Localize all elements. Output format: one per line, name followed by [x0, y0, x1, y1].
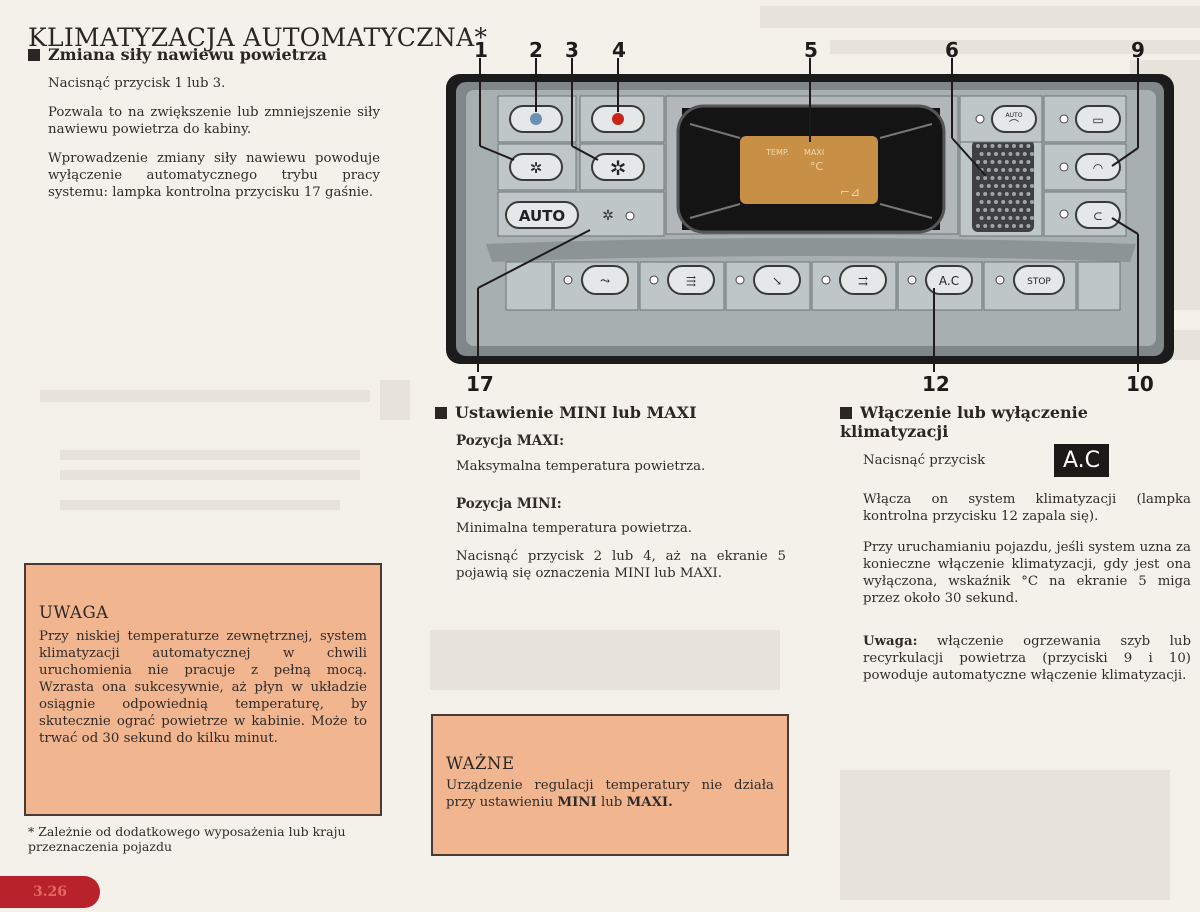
lcd-screen: [740, 136, 878, 204]
recirc-auto-led-icon: [975, 114, 985, 124]
fan-small-icon: ✲: [530, 159, 543, 177]
display-temp-label: TEMP.: [765, 148, 789, 157]
uwaga-box: UWAGA Przy niskiej temperaturze zewnętrz…: [24, 563, 382, 816]
section-bullet-icon: [28, 49, 40, 61]
vent-windscreen-icon: ⤳: [600, 274, 610, 288]
callout-10: 10: [1126, 372, 1154, 396]
vent-face-feet-icon: ⇉: [858, 274, 868, 288]
callout-3: 3: [565, 38, 579, 62]
stop-button[interactable]: [1013, 265, 1065, 295]
rear-defrost-button[interactable]: [1075, 105, 1121, 133]
right-button-block: AUTO ⌒ ▭ ◠ ⊂: [959, 95, 1127, 237]
recirc-auto-button[interactable]: [991, 105, 1037, 133]
footnote: * Zależnie od dodatkowego wyposażenia lu…: [28, 824, 346, 854]
callout-9: 9: [1131, 38, 1145, 62]
stop-led-icon: [995, 275, 1005, 285]
wazne-text: Urządzenie regulacji temperatury nie dzi…: [446, 778, 774, 810]
ac-badge-icon: A.C: [1054, 444, 1109, 477]
display-seat-icon: ⌐⊿: [840, 185, 860, 199]
section-ac-heading: Włączenie lub wyłączenie klimatyzacji: [840, 403, 1088, 441]
ac-led-icon: [907, 275, 917, 285]
vent-face-button[interactable]: [667, 265, 715, 295]
rear-defrost-led-icon: [1059, 114, 1069, 124]
wazne-heading: WAŻNE: [446, 754, 515, 773]
section-minimaxi-heading: Ustawienie MINI lub MAXI: [435, 403, 697, 422]
wazne-box: WAŻNE Urządzenie regulacji temperatury n…: [431, 714, 789, 856]
recirc-auto-label: AUTO: [1006, 112, 1023, 119]
stop-button-label: STOP: [1027, 277, 1051, 287]
auto-button[interactable]: [505, 201, 579, 229]
fan-increase-button[interactable]: [591, 153, 645, 181]
display-area: TEMP. MAXI °C ⌐⊿: [665, 95, 959, 235]
left-button-block: ✲ ✲ AUTO ✲: [497, 95, 665, 237]
front-defrost-button[interactable]: [1075, 153, 1121, 181]
uwaga-heading: UWAGA: [39, 603, 109, 622]
ac-note-text: włączenie ogrzewania szyb lub recyrkulac…: [863, 634, 1191, 683]
climate-panel-diagram: ✲ ✲ AUTO ✲ TEMP. MAXI °C ⌐⊿ AUTO: [446, 58, 1174, 372]
vent-face-feet-led-icon: [821, 275, 831, 285]
callout-12: 12: [922, 372, 950, 396]
fan-auto-icon: ✲: [602, 208, 614, 224]
maxi-text: Maksymalna temperatura powietrza.: [456, 459, 706, 474]
front-defrost-icon: ◠: [1093, 161, 1103, 175]
page-title: KLIMATYZACJA AUTOMATYCZNA*: [28, 22, 488, 52]
section-bullet-icon: [840, 407, 852, 419]
ac-press-text: Nacisnąć przycisk: [863, 453, 986, 468]
callout-1: 1: [474, 38, 488, 62]
callout-6: 6: [945, 38, 959, 62]
ac-button-label: A.C: [939, 274, 959, 288]
mini-text: Minimalna temperatura powietrza.: [456, 521, 692, 536]
section-bullet-icon: [435, 407, 447, 419]
ac-button[interactable]: [925, 265, 973, 295]
bottom-button-row: ⤳ ⇶ ↘ ⇉ A.C STOP: [505, 261, 1121, 311]
vent-windscreen-led-icon: [563, 275, 573, 285]
callout-17: 17: [466, 372, 494, 396]
callout-5: 5: [804, 38, 818, 62]
vent-windscreen-button[interactable]: [581, 265, 629, 295]
ac-note: Uwaga: włączenie ogrzewania szyb lub rec…: [863, 633, 1191, 684]
auto-button-label: AUTO: [519, 207, 565, 225]
vent-face-led-icon: [649, 275, 659, 285]
vent-feet-led-icon: [735, 275, 745, 285]
fan-large-icon: ✲: [610, 156, 627, 180]
display-celsius-label: °C: [810, 160, 824, 173]
ac-p2: Przy uruchamianiu pojazdu, jeśli system …: [863, 540, 1191, 606]
callout-4: 4: [612, 38, 626, 62]
vent-face-icon: ⇶: [686, 274, 696, 288]
vent-feet-icon: ↘: [772, 274, 782, 288]
recirculation-icon: ⊂: [1093, 209, 1103, 223]
callout-2: 2: [529, 38, 543, 62]
uwaga-text: Przy niskiej temperaturze zewnętrznej, s…: [39, 629, 367, 746]
section-fan-p2: Pozwala to na zwiększenie lub zmniejszen…: [48, 105, 380, 137]
mini-label: Pozycja MINI:: [456, 496, 562, 512]
vent-feet-button[interactable]: [753, 265, 801, 295]
section-fan-p1: Nacisnąć przycisk 1 lub 3.: [48, 76, 226, 91]
vent-face-feet-button[interactable]: [839, 265, 887, 295]
led-blue-icon: [530, 113, 542, 125]
section-fan-heading: Zmiana siły nawiewu powietrza: [28, 45, 327, 64]
callout-leaders: [477, 58, 1139, 372]
ac-p1: Włącza on system klimatyzacji (lampka ko…: [863, 492, 1191, 524]
page-number: 3.26: [0, 876, 100, 908]
auto-led-icon: [625, 211, 635, 221]
display-maxi-label: MAXI: [804, 148, 824, 157]
front-defrost-led-icon: [1059, 162, 1069, 172]
minimaxi-press-text: Nacisnąć przycisk 2 lub 4, aż na ekranie…: [456, 549, 786, 581]
section-fan-p3: Wprowadzenie zmiany siły nawiewu powoduj…: [48, 151, 380, 200]
maxi-label: Pozycja MAXI:: [456, 433, 565, 449]
led-red-icon: [612, 113, 624, 125]
recirc-auto-icon: ⌒: [1009, 119, 1019, 131]
recirculation-led-icon: [1059, 209, 1069, 219]
recirculation-button[interactable]: [1075, 201, 1121, 229]
ac-note-label: Uwaga:: [863, 634, 918, 649]
rear-defrost-icon: ▭: [1092, 113, 1103, 127]
fan-decrease-button[interactable]: [509, 153, 563, 181]
